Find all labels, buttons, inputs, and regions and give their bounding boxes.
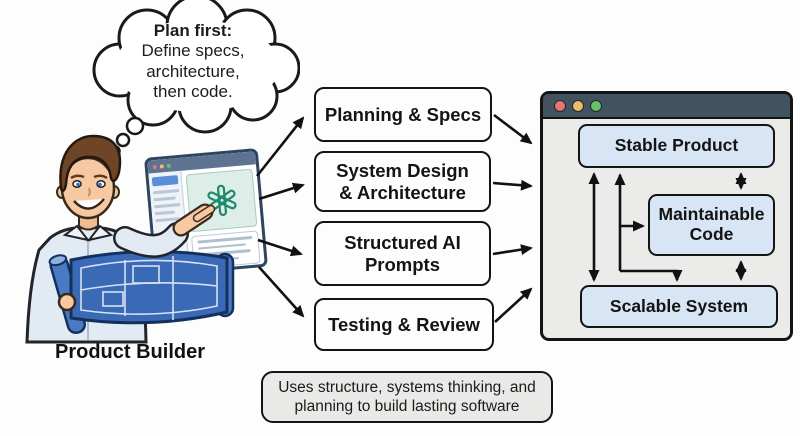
stage-box-testing-review: Testing & Review (314, 298, 494, 351)
outcome-label: Stable Product (614, 135, 739, 156)
zoom-dot-icon (590, 99, 602, 112)
close-dot-icon (554, 99, 566, 112)
pointing-arm (113, 203, 216, 258)
arrow-chat-to-design (258, 182, 305, 201)
stage-label: Structured AI Prompts (344, 232, 461, 275)
arrow-planning-to-window (493, 113, 533, 145)
thought-bubble-line: Define specs, (141, 41, 245, 61)
chat-hero-panel (185, 168, 258, 233)
outcome-label: Scalable System (609, 295, 749, 316)
thought-bubble-line: architecture, (146, 61, 240, 81)
stage-box-system-design: System Design & Architecture (314, 151, 491, 212)
outcome-box-stable-product: Stable Product (578, 124, 775, 168)
stage-box-planning-specs: Planning & Specs (314, 87, 492, 142)
smile (73, 198, 105, 210)
stage-label: System Design & Architecture (336, 160, 469, 203)
product-builder-illustration (25, 134, 235, 344)
stage-box-structured-prompts: Structured AI Prompts (314, 221, 491, 286)
caption-box: Uses structure, systems thinking, and pl… (261, 371, 553, 423)
thought-bubble (92, 0, 300, 157)
thought-bubble-text: Plan first: Define specs, architecture, … (117, 21, 269, 103)
thought-bubble-line: then code. (153, 82, 233, 102)
result-app-window: Stable Product Maintainable Code Scalabl… (540, 91, 793, 341)
thought-bubble-title: Plan first: (153, 21, 233, 40)
left-hand (57, 292, 77, 312)
actor-label: Product Builder (54, 341, 205, 363)
chat-main-area (181, 164, 265, 273)
minimize-dot-icon (572, 99, 584, 112)
stage-label: Testing & Review (328, 313, 480, 335)
arrow-testing-to-window (494, 287, 533, 323)
arrow-prompts-to-window (492, 244, 533, 256)
outcome-box-maintainable-code: Maintainable Code (648, 194, 775, 256)
outcome-box-scalable-system: Scalable System (580, 285, 778, 328)
ai-chat-browser-window (144, 148, 268, 277)
arrow-chat-to-testing (258, 266, 305, 318)
stage-label: Planning & Specs (324, 103, 482, 125)
openai-logo-icon (206, 184, 237, 217)
blueprint-icon (48, 249, 235, 335)
arrow-design-to-window (492, 179, 533, 191)
hair (59, 134, 122, 193)
outcome-label: Maintainable Code (658, 204, 765, 244)
caption-text: Uses structure, systems thinking, and pl… (278, 378, 536, 415)
window-titlebar (543, 94, 790, 119)
